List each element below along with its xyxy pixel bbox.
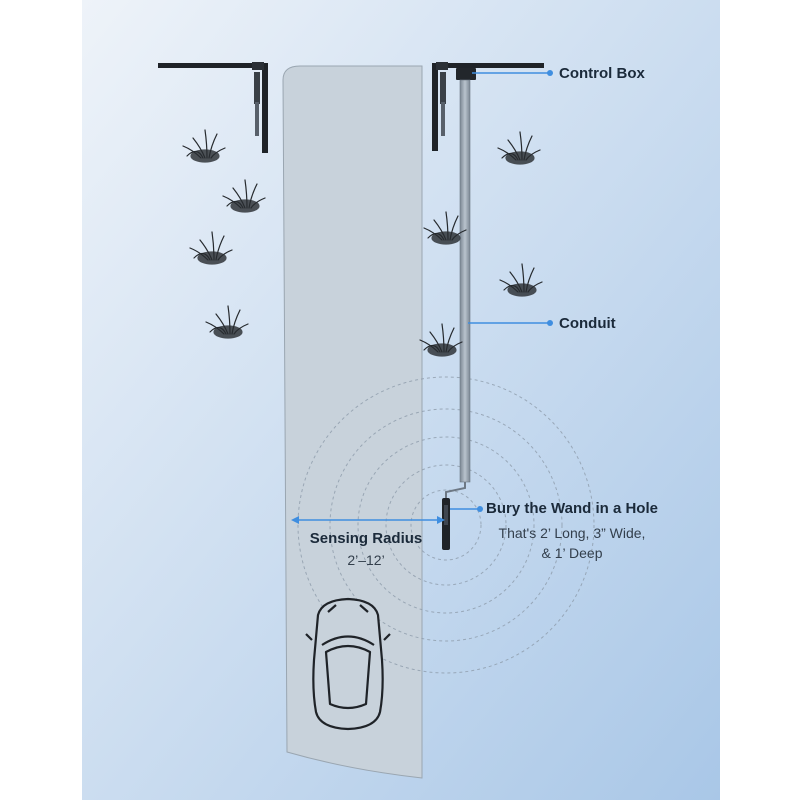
wand-callout bbox=[450, 506, 483, 512]
car-icon bbox=[305, 597, 391, 731]
wand-icon bbox=[442, 498, 450, 550]
control-box-callout bbox=[472, 70, 553, 76]
wand-size-line2: & 1’ Deep bbox=[541, 545, 603, 561]
control-box-icon bbox=[456, 68, 476, 80]
conduit-label: Conduit bbox=[559, 315, 616, 332]
wand-size-line1: That's 2’ Long, 3” Wide, bbox=[498, 525, 646, 541]
driveway bbox=[282, 65, 423, 779]
wand-title: Bury the Wand in a Hole bbox=[486, 500, 658, 517]
grass-icon bbox=[182, 129, 543, 357]
conduit-icon bbox=[445, 79, 471, 500]
control-box-label: Control Box bbox=[559, 65, 645, 82]
sensing-rings bbox=[297, 376, 595, 674]
conduit-callout bbox=[468, 320, 553, 326]
sensing-radius-value: 2’–12’ bbox=[347, 552, 385, 568]
gate-left-icon bbox=[158, 62, 268, 153]
gate-right-icon bbox=[432, 62, 544, 151]
sensing-radius-title: Sensing Radius bbox=[309, 530, 423, 547]
sensing-radius-arrow bbox=[291, 516, 445, 524]
